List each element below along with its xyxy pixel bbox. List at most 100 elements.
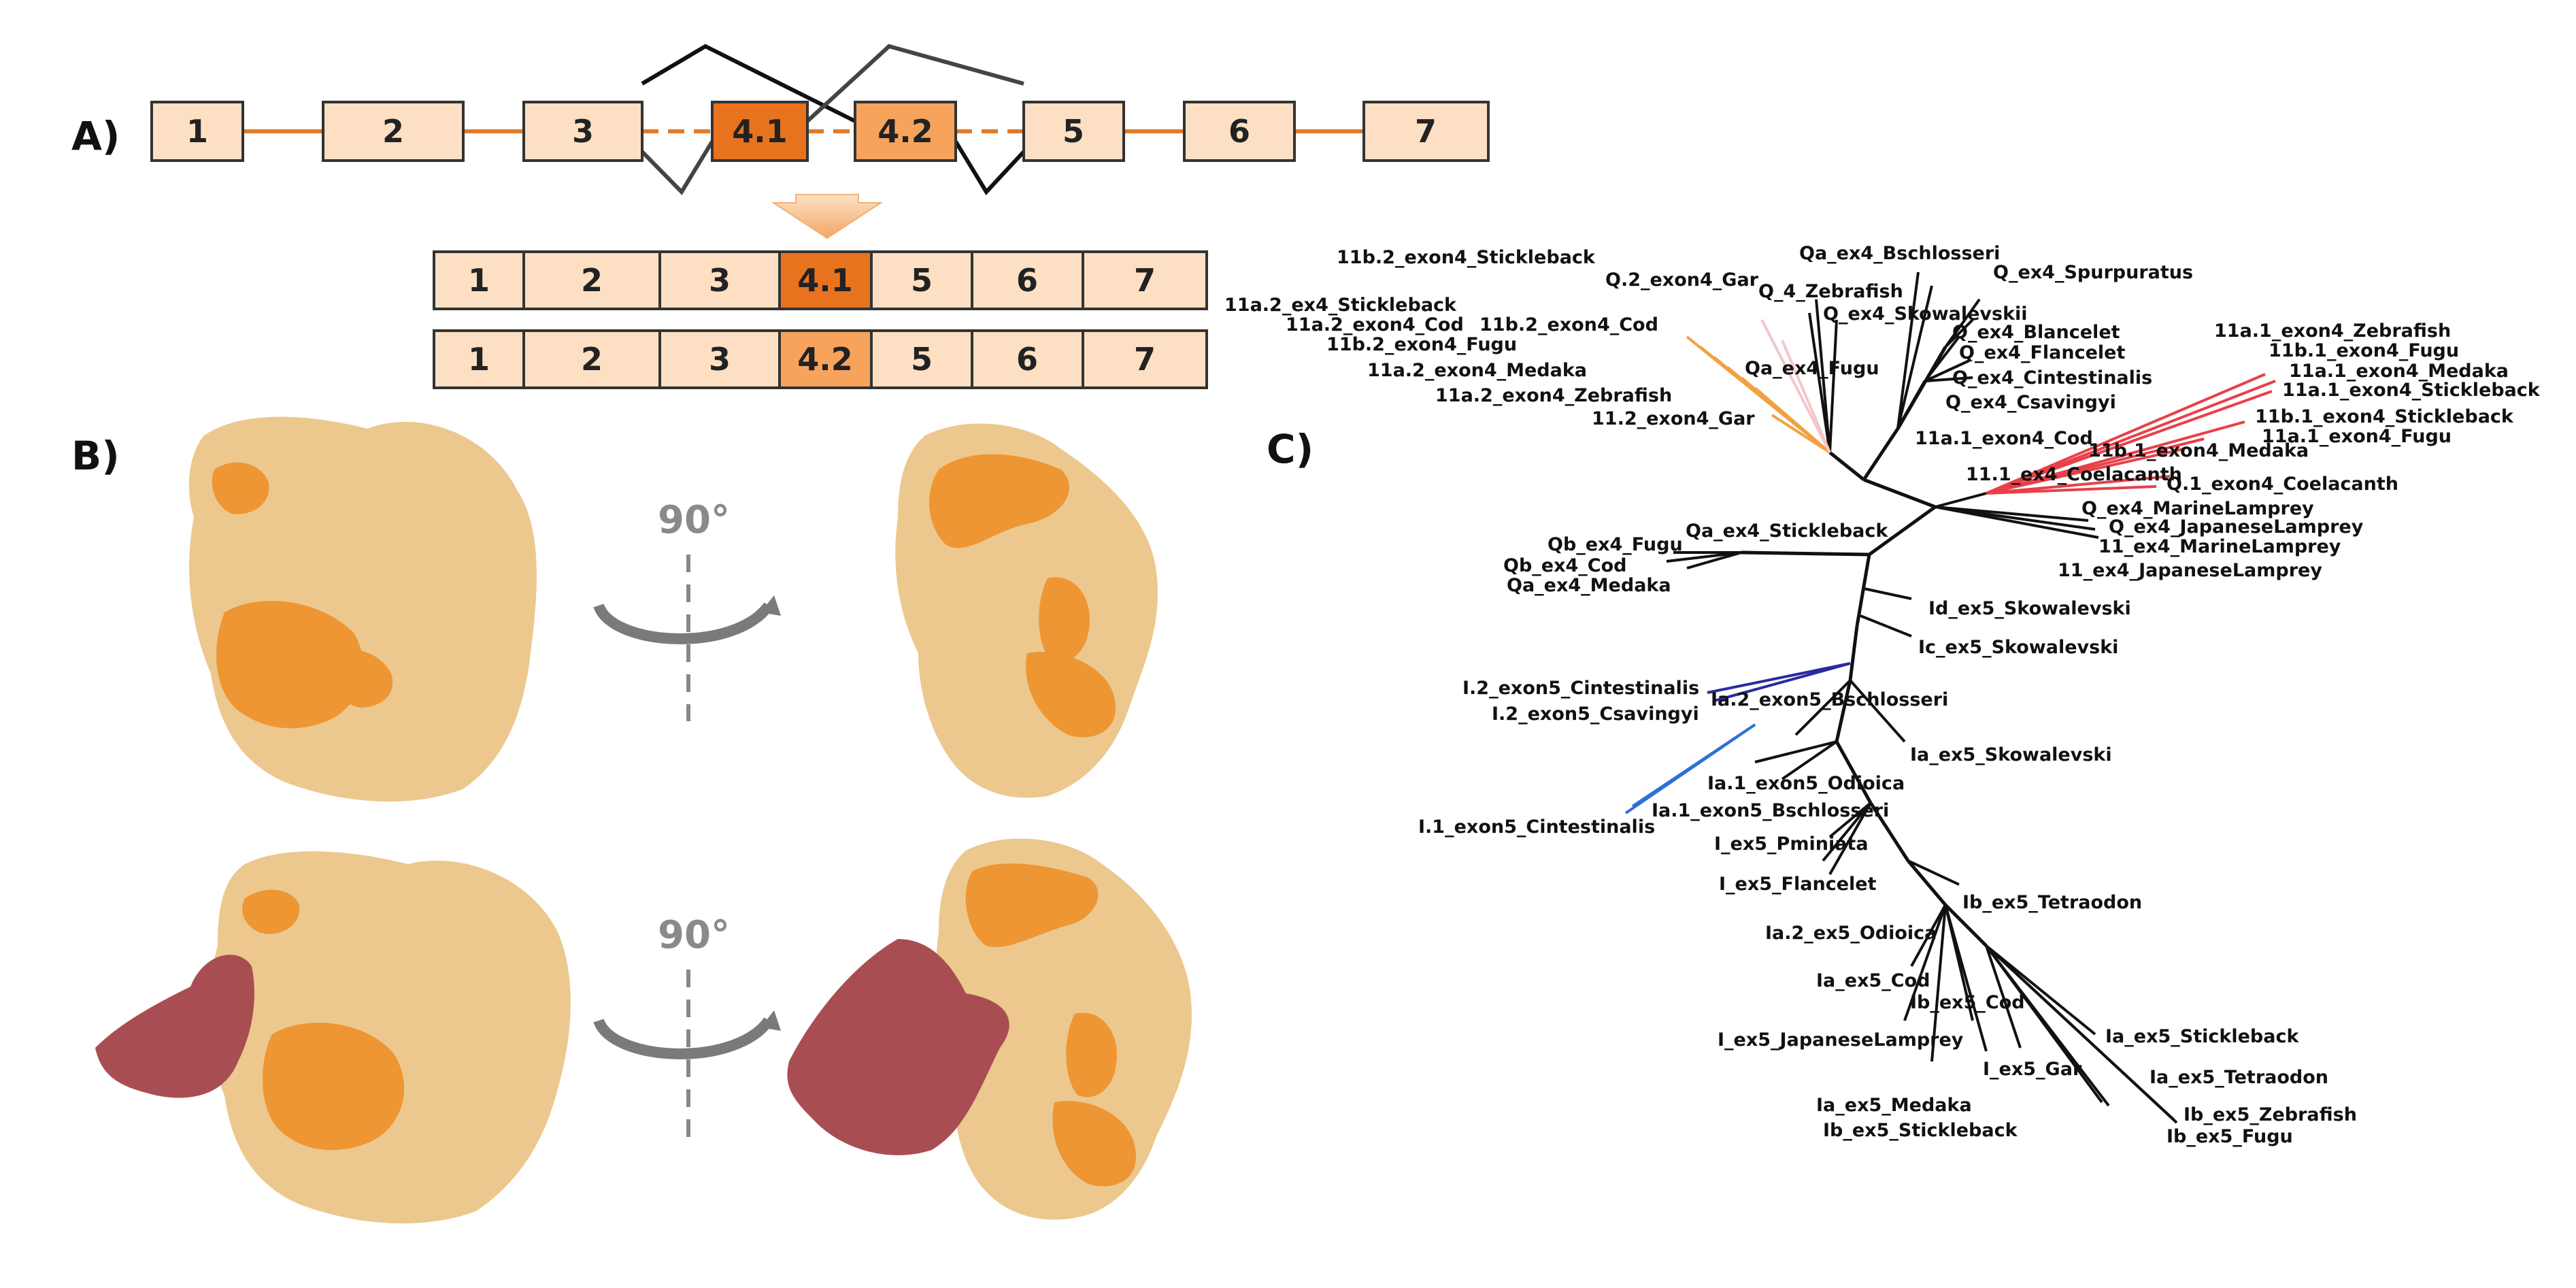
gene-structure: 1 2 3 4.1 4.2 5 6 7 <box>150 44 1490 195</box>
isoform-a-exon-1: 1 <box>468 262 490 299</box>
tree-label: 11b.2_exon4_Cod <box>1479 314 1658 335</box>
tree-label: 11_ex4_JapaneseLamprey <box>2058 560 2322 581</box>
tree-label: Ia.1_exon5_Bschlosseri <box>1652 800 1889 821</box>
tree-label: 11b.2_exon4_Fugu <box>1326 334 1517 355</box>
isoform-a: 1 2 3 4.1 5 6 7 <box>433 250 1208 310</box>
tree-branches-red <box>1986 373 2276 495</box>
tree-branches-navy <box>1707 662 1851 702</box>
tree-label: Q_ex4_Skowalevskii <box>1823 303 2028 325</box>
protein-surface-bottom-front <box>95 851 571 1224</box>
rotation-indicator-bottom: 90° <box>593 913 781 1143</box>
exon-7-label: 7 <box>1415 113 1437 150</box>
tree-label: 11b.1_exon4_Stickleback <box>2255 406 2514 427</box>
phylogenetic-tree: 11b.2_exon4_Stickleback Q.2_exon4_Gar Qa… <box>1224 243 2541 1147</box>
isoform-b-exon-6: 6 <box>1016 341 1038 378</box>
tree-label: I_ex5_JapaneseLamprey <box>1718 1029 1964 1051</box>
tree-label: Q_ex4_Cintestinalis <box>1952 367 2152 389</box>
exon-4-2: 4.2 <box>854 101 957 162</box>
tree-label: Q_ex4_Spurpuratus <box>1993 262 2193 283</box>
tree-branches-upper <box>1808 271 1981 453</box>
tree-label: Qa_ex4_Bschlosseri <box>1799 243 2000 264</box>
tree-label: Ib_ex5_Zebrafish <box>2184 1104 2357 1125</box>
rotation-arc-bottom <box>593 1017 773 1059</box>
tree-label: Qb_ex4_Cod <box>1503 555 1627 576</box>
tree-backbone <box>1741 346 1988 947</box>
tree-label: Qb_ex4_Fugu <box>1548 534 1683 555</box>
tree-label: 11a.1_exon4_Cod <box>1915 428 2093 449</box>
exon-7: 7 <box>1362 101 1490 162</box>
tree-label: Q_4_Zebrafish <box>1758 281 1903 302</box>
tree-label: 11a.2_ex4_Stickleback <box>1224 295 1457 316</box>
isoform-b-exon-7: 7 <box>1134 341 1156 378</box>
isoform-a-exon-2: 2 <box>581 262 603 299</box>
exon-3-label: 3 <box>572 113 594 150</box>
tree-label: 11a.1_exon4_Stickleback <box>2282 380 2541 401</box>
tree-label: Q_ex4_JapaneseLamprey <box>2109 516 2364 538</box>
isoform-a-exon-5: 5 <box>911 262 933 299</box>
tree-label: I_ex5_Flancelet <box>1719 874 1877 895</box>
tree-label: 11b.1_exon4_Medaka <box>2088 440 2309 461</box>
protein-surface-bottom-side <box>787 838 1192 1220</box>
tree-label: Ia.1_exon5_Odioica <box>1707 773 1905 794</box>
tree-label: Ic_ex5_Skowalevski <box>1918 637 2118 658</box>
isoform-b-exon-1: 1 <box>468 341 490 378</box>
tree-label: Q_ex4_MarineLamprey <box>2081 498 2314 519</box>
rotation-arc-top <box>593 601 773 644</box>
tree-label: 11a.2_exon4_Medaka <box>1367 360 1587 381</box>
tree-label: Ia_ex5_Medaka <box>1816 1095 1972 1116</box>
exon-5: 5 <box>1022 101 1125 162</box>
protein-surface-top-side <box>895 423 1158 798</box>
tree-label: Ib_ex5_Stickleback <box>1823 1120 2018 1141</box>
tree-label: Q_ex4_Blancelet <box>1952 322 2120 343</box>
splice-arc-top-b <box>805 44 1024 123</box>
isoform-b-exon-2: 2 <box>581 341 603 378</box>
tree-label: Ib_ex5_Tetraodon <box>1962 892 2142 913</box>
tree-label: 11a.1_exon4_Zebrafish <box>2214 320 2451 342</box>
tree-label: Q_ex4_Flancelet <box>1959 342 2125 363</box>
tree-label: 11b.2_exon4_Stickleback <box>1337 247 1596 268</box>
tree-label: Id_ex5_Skowalevski <box>1928 598 2131 619</box>
tree-label: Ia.2_exon5_Bschlosseri <box>1711 689 1948 710</box>
tree-label: Qa_ex4_Fugu <box>1745 358 1879 379</box>
tree-label: I.1_exon5_Cintestinalis <box>1418 816 1655 838</box>
panel-c-label: C) <box>1267 426 1314 472</box>
tree-label: I.2_exon5_Csavingyi <box>1492 704 1699 725</box>
tree-label: Ia_ex5_Stickleback <box>2105 1026 2299 1047</box>
tree-label: Q.2_exon4_Gar <box>1605 269 1759 291</box>
isoform-a-exon-7: 7 <box>1134 262 1156 299</box>
exon-6: 6 <box>1183 101 1296 162</box>
tree-label: Qa_ex4_Stickleback <box>1686 521 1888 542</box>
rotation-indicator-top: 90° <box>593 498 781 721</box>
tree-label: 11b.1_exon4_Fugu <box>2269 340 2459 361</box>
tree-label: 11.2_exon4_Gar <box>1592 408 1755 429</box>
tree-label: Qa_ex4_Medaka <box>1507 575 1671 596</box>
exon-6-label: 6 <box>1228 113 1250 150</box>
splice-arc-bottom-b <box>954 140 1026 195</box>
rotation-top-label: 90° <box>658 498 730 542</box>
tree-label: 11.1_ex4_Coelacanth <box>1966 464 2182 485</box>
exon-2: 2 <box>322 101 465 162</box>
isoform-a-exon-3: 3 <box>709 262 731 299</box>
tree-label: Ib_ex5_Cod <box>1910 992 2025 1013</box>
isoform-b: 1 2 3 4.2 5 6 7 <box>433 329 1208 389</box>
tree-labels: 11b.2_exon4_Stickleback Q.2_exon4_Gar Qa… <box>1224 243 2541 1147</box>
tree-branches-qfish <box>1666 551 1742 569</box>
tree-label: I.2_exon5_Cintestinalis <box>1462 678 1699 699</box>
tree-label: Ia_ex5_Tetraodon <box>2150 1067 2328 1088</box>
tree-label: 11a.1_exon4_Medaka <box>2289 361 2509 382</box>
tree-label: 11a.2_exon4_Cod <box>1286 314 1464 335</box>
splicing-arrow <box>771 194 884 240</box>
tree-label: Q.1_exon4_Coelacanth <box>2167 474 2398 495</box>
exon-4-1-label: 4.1 <box>732 113 788 150</box>
tree-label: 11_ex4_MarineLamprey <box>2098 536 2341 557</box>
isoform-b-exon-4-2: 4.2 <box>797 341 853 378</box>
exon-1: 1 <box>150 101 244 162</box>
tree-label: I_ex5_Gar <box>1983 1059 2082 1080</box>
tree-label: Ib_ex5_Fugu <box>2167 1126 2293 1147</box>
exon-2-label: 2 <box>382 113 404 150</box>
tree-label: 11a.2_exon4_Zebrafish <box>1435 385 1672 406</box>
panel-b-label: B) <box>71 433 120 479</box>
exon-5-label: 5 <box>1063 113 1084 150</box>
tree-label: Ia_ex5_Cod <box>1816 970 1930 991</box>
isoform-b-exon-5: 5 <box>911 341 933 378</box>
